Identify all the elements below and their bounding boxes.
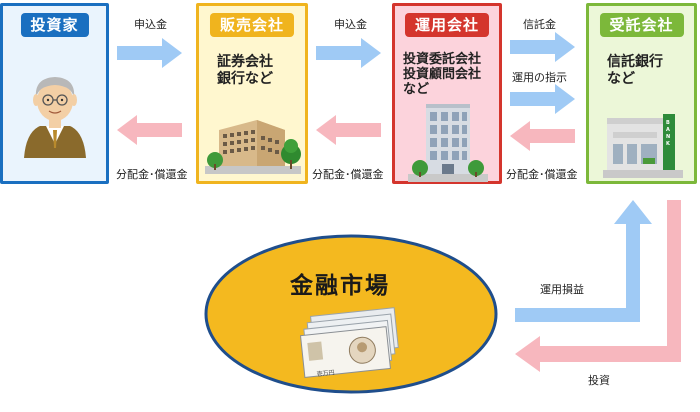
office-tower-icon [408,104,488,182]
distributor-title: 販売会社 [209,13,295,37]
arrow-distributor-to-investor [117,115,182,145]
label-trustee-to-market: 投資 [588,374,610,387]
svg-text:K: K [666,141,671,147]
investor-box: 投資家 [0,3,109,184]
distributor-description: 証券会社 銀行など [217,54,273,87]
arrow-market-to-trustee [515,200,652,322]
label-dist-to-inv: 分配金･償還金 [116,168,188,181]
arrow-manager-to-distributor [316,115,381,145]
label-mgr-to-dist: 分配金･償還金 [312,168,384,181]
arrow-manager-to-trustee-1 [510,32,575,62]
label-mgr-to-trustee-2: 運用の指示 [512,71,567,84]
arrow-distributor-to-manager [316,38,381,68]
svg-text:N: N [666,134,670,140]
arrow-manager-to-trustee-2 [510,84,575,114]
label-inv-to-dist: 申込金 [134,18,167,31]
manager-title: 運用会社 [404,13,490,37]
trustee-title: 受託会社 [599,13,684,37]
banknote-value: 壱万円 [316,368,335,378]
investor-title: 投資家 [20,13,89,37]
label-dist-to-mgr: 申込金 [334,18,367,31]
trustee-description: 信託銀行 など [607,54,663,87]
banknotes-icon: 壱万円 [299,307,399,378]
market-title: 金融市場 [290,273,390,299]
label-trustee-to-mgr: 分配金･償還金 [506,168,578,181]
arrow-trustee-to-manager [510,121,575,151]
office-building-icon [205,120,301,174]
svg-text:A: A [666,127,670,133]
label-market-to-trustee: 運用損益 [540,283,584,296]
manager-description: 投資委託会社 投資顧問会社 など [403,52,482,97]
distributor-box: 販売会社 証券会社 銀行など [196,3,308,184]
manager-box: 運用会社 投資委託会社 投資顧問会社 など [392,3,502,184]
elderly-man-icon [24,77,86,158]
svg-text:B: B [666,120,670,126]
label-mgr-to-trustee-1: 信託金 [523,18,556,31]
arrow-investor-to-distributor [117,38,182,68]
arrow-trustee-to-market [515,200,681,372]
